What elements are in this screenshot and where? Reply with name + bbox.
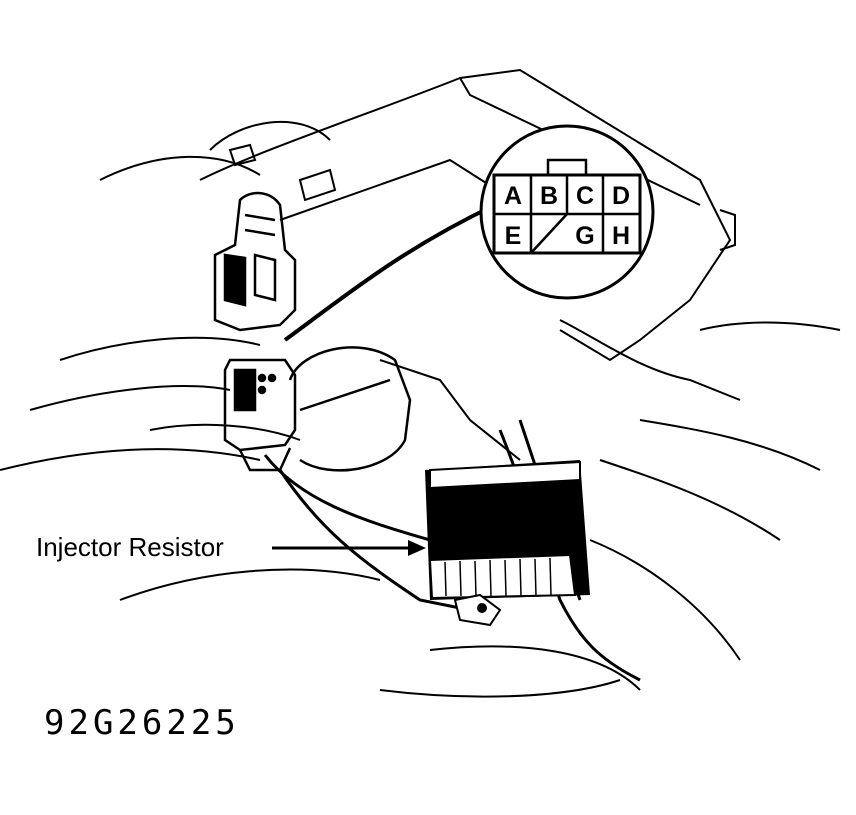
upper-connector [213,191,297,332]
figure-id: 92G26225 [44,703,240,743]
lower-connector [223,358,297,472]
engine-outline [0,68,841,698]
injector-resistor-label: Injector Resistor [36,532,224,562]
pin-label: D [612,182,630,210]
connector-detail-circle [479,124,655,300]
detail-leader-line [283,203,496,342]
pin-label: G [575,222,594,250]
pin-label: A [504,182,522,210]
injector-resistor [425,460,590,627]
pin-label: H [612,222,630,250]
pin-label: C [576,182,594,210]
pin-label: E [505,222,522,250]
connector-pin-labels: A B C D E G H [504,182,630,250]
actuator-body [288,346,412,472]
callout-arrowhead [408,540,426,556]
pin-label: B [540,182,558,210]
